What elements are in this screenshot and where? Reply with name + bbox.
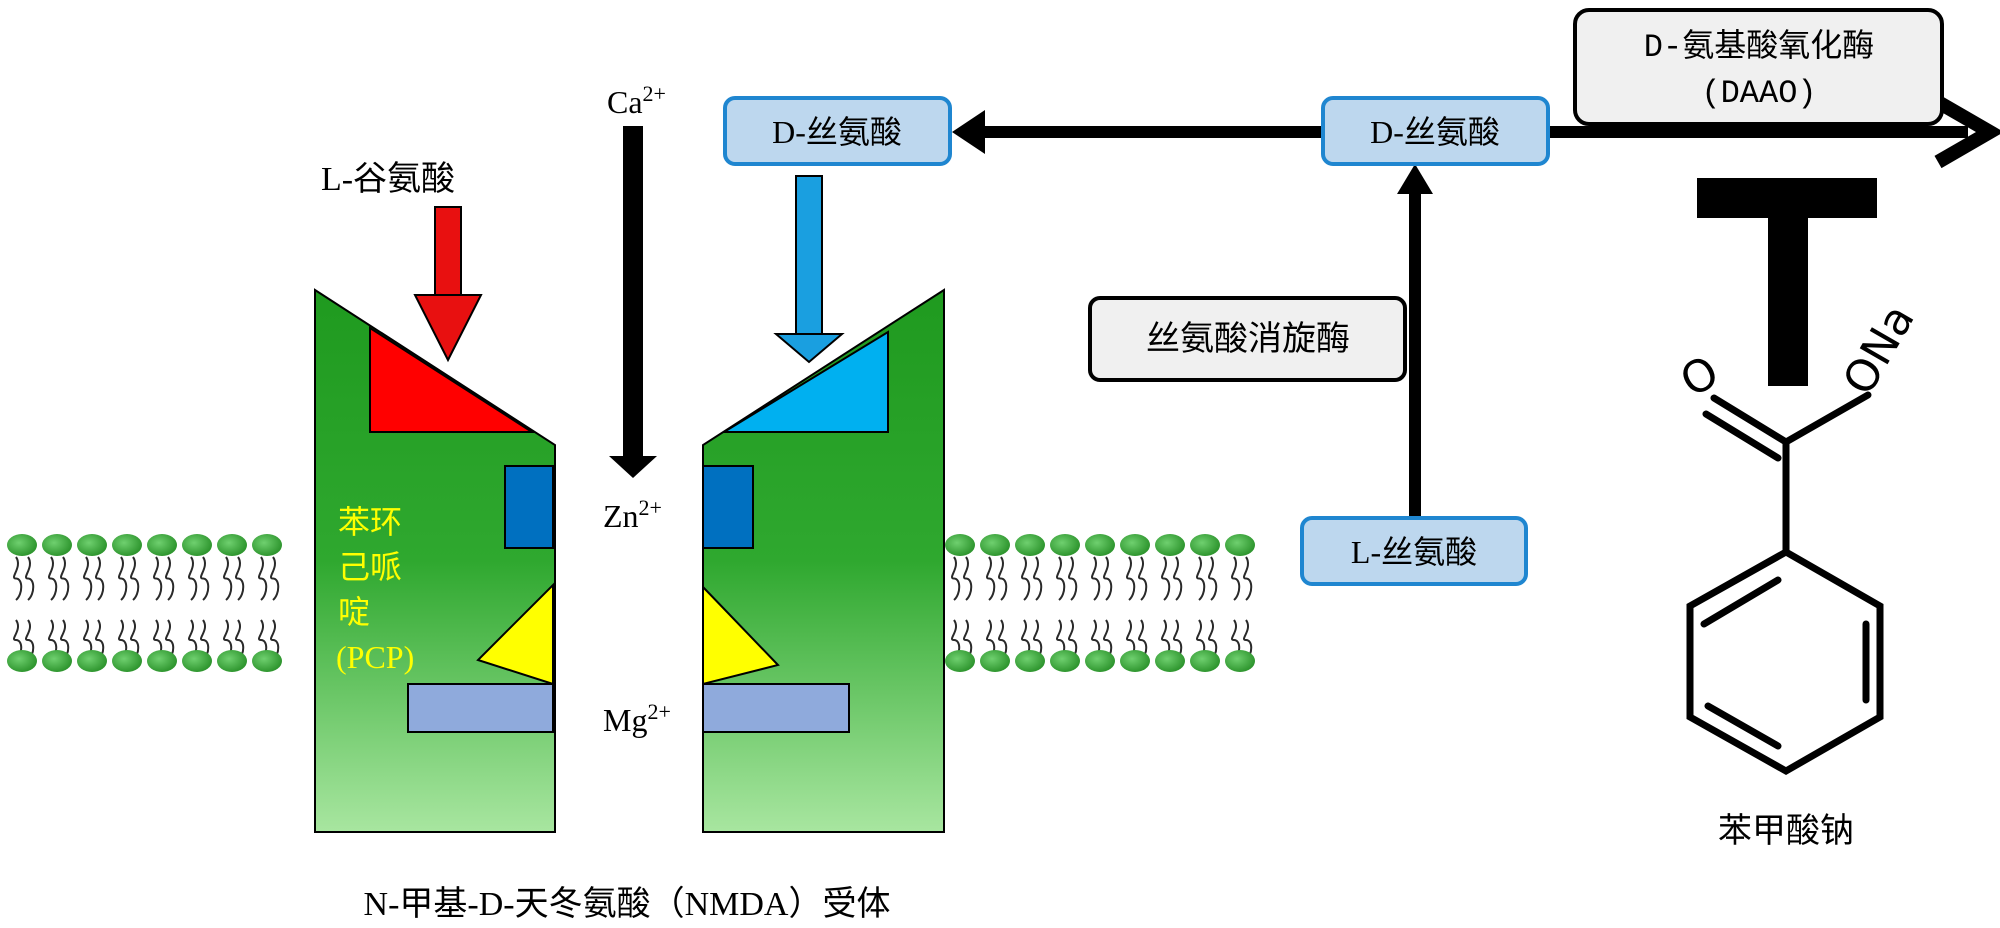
pcp-site-right [702, 584, 780, 686]
svg-text:(PCP): (PCP) [336, 639, 414, 675]
cell-membrane-right [945, 534, 1255, 672]
mg-bar-left [407, 683, 554, 733]
sodium-benzoate-structure [1686, 391, 1884, 776]
sodium-benzoate-label: 苯甲酸钠 [1718, 812, 1854, 850]
d-serine-right-box: D-丝氨酸 [1321, 96, 1550, 166]
ca-label: Ca2+ [607, 81, 666, 120]
daao-line1: D-氨基酸氧化酶 [1644, 28, 1874, 66]
daao-arrow [1548, 95, 2000, 169]
l-glutamate-label: L-谷氨酸 [321, 160, 455, 198]
ca-arrow [609, 126, 657, 478]
svg-text:啶: 啶 [338, 594, 370, 630]
daao-box: D-氨基酸氧化酶 (DAAO) [1573, 8, 1944, 126]
right-channel-block [702, 465, 754, 549]
cell-membrane-left [7, 534, 282, 672]
mg-label: Mg2+ [603, 699, 671, 738]
l-serine-label: L-丝氨酸 [1351, 534, 1477, 570]
pcp-label: 苯环 己哌 啶 (PCP) [336, 504, 414, 675]
transport-arrow [952, 110, 1325, 154]
d-serine-right-label: D-丝氨酸 [1370, 114, 1500, 150]
nmda-receptor-label: N-甲基-D-天冬氨酸（NMDA）受体 [364, 885, 891, 923]
svg-text:苯环: 苯环 [338, 504, 402, 540]
dserine-binding-site [720, 330, 889, 433]
glutamate-binding-site [369, 326, 536, 433]
zn-label: Zn2+ [603, 495, 662, 534]
mg-bar-right [702, 683, 850, 733]
racemase-arrow [1397, 164, 1433, 520]
svg-text:己哌: 己哌 [338, 549, 402, 585]
daao-line2: (DAAO) [1701, 75, 1816, 112]
dserine-down-arrow [773, 175, 845, 364]
racemase-label: 丝氨酸消旋酶 [1146, 319, 1350, 359]
ona-label: ONa [1833, 296, 1924, 403]
d-serine-left-box: D-丝氨酸 [723, 96, 952, 166]
left-channel-block [504, 465, 554, 549]
pcp-site-left [476, 582, 554, 686]
glutamate-arrow [413, 206, 483, 363]
d-serine-left-label: D-丝氨酸 [772, 114, 902, 150]
racemase-box: 丝氨酸消旋酶 [1088, 296, 1407, 382]
inhibition-symbol [1697, 178, 1877, 386]
l-serine-box: L-丝氨酸 [1300, 516, 1528, 586]
